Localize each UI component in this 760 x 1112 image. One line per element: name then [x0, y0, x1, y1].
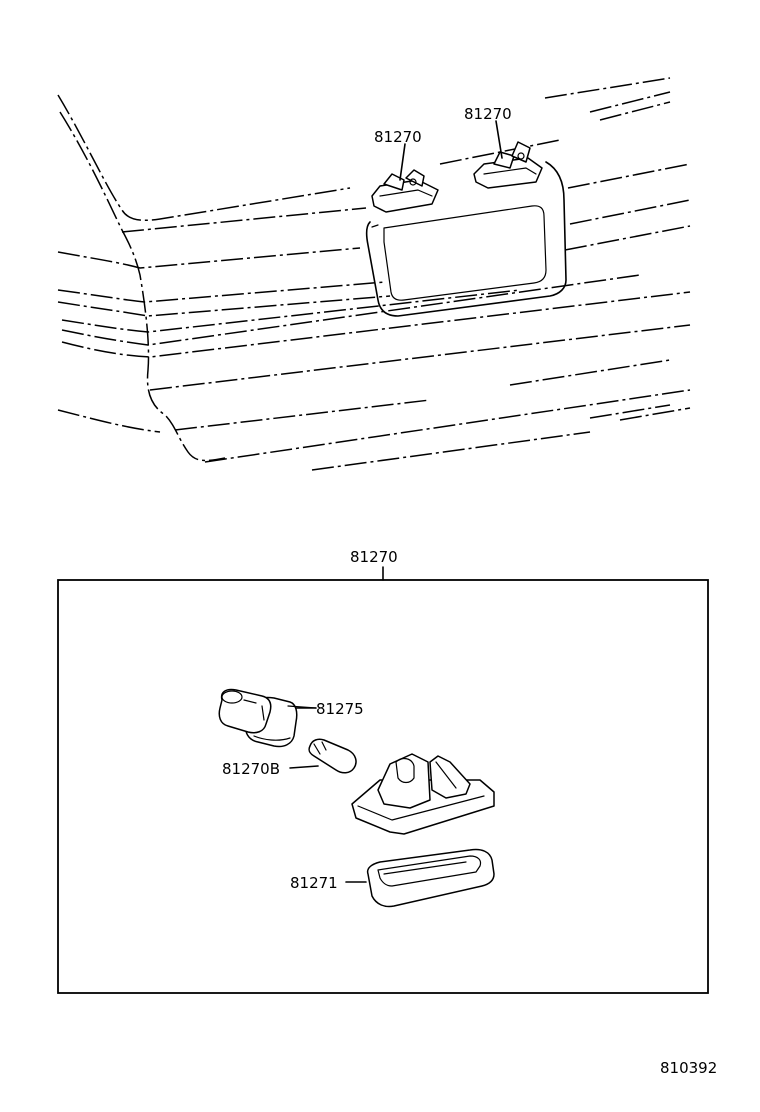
callout-81270-right: 81270 [464, 105, 512, 123]
label-81275: 81275 [316, 700, 364, 718]
bulb-part [308, 738, 357, 774]
leader-bulb [289, 765, 319, 769]
callout-81270-left: 81270 [374, 128, 422, 146]
socket-part [218, 688, 317, 748]
lamp-housing-part [351, 753, 495, 835]
leader-right-lamp [495, 120, 503, 159]
license-lamp-left [371, 169, 439, 213]
license-lamp-right [473, 141, 543, 189]
assembly-frame [57, 579, 709, 994]
label-81270B: 81270B [222, 760, 280, 778]
vehicle-rear-view [57, 77, 691, 471]
leader-left-lamp [399, 143, 406, 181]
figure-number: 810392 [660, 1059, 717, 1077]
label-81271: 81271 [290, 874, 338, 892]
lens-part [366, 848, 495, 908]
assembly-header-label: 81270 [350, 548, 398, 566]
